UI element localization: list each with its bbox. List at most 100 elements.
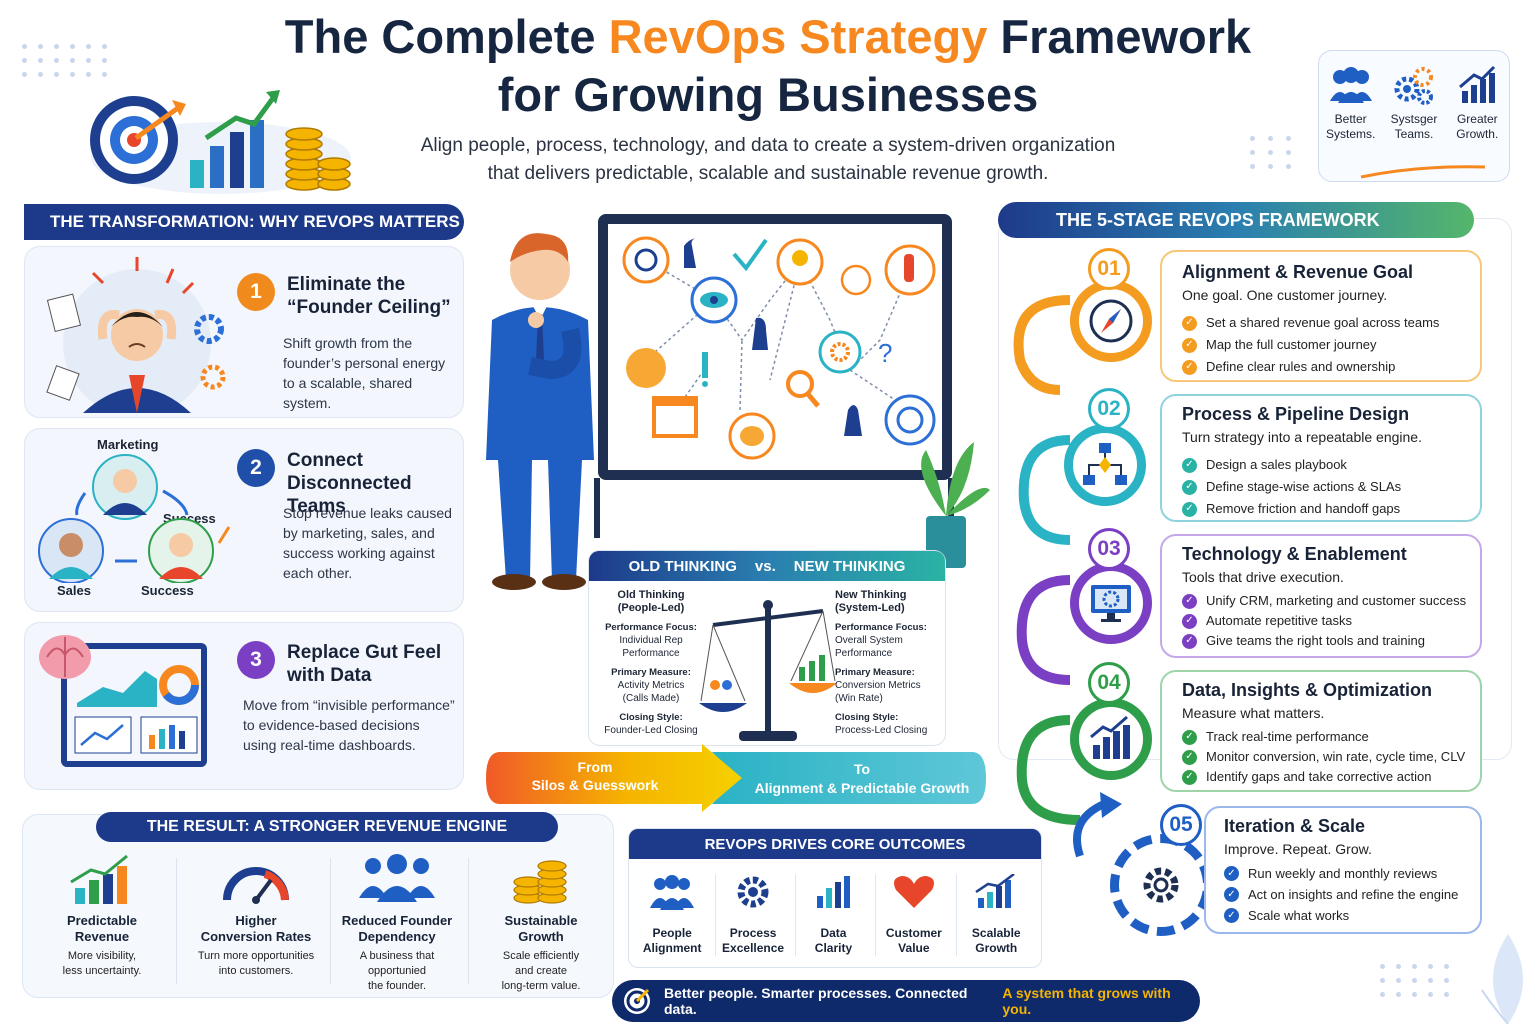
bullet-text: Track real-time performance bbox=[1206, 729, 1369, 744]
stage-card-1: Alignment & Revenue Goal One goal. One c… bbox=[1160, 250, 1482, 382]
check-icon: ✓ bbox=[1224, 908, 1239, 923]
checkmark-icon bbox=[732, 238, 768, 272]
check-icon: ✓ bbox=[1182, 593, 1197, 609]
result-item-2: Higher Conversion Rates Turn more opport… bbox=[186, 852, 326, 979]
stage-2-ring bbox=[1064, 424, 1146, 506]
stage-title: Data, Insights & Optimization bbox=[1182, 680, 1433, 700]
from-to-arrow bbox=[486, 744, 986, 812]
stage-subtitle: One goal. One customer journey. bbox=[1182, 287, 1388, 303]
people-icon bbox=[1329, 67, 1372, 103]
bullet-text: Act on insights and refine the engine bbox=[1248, 887, 1459, 902]
paper-icon bbox=[46, 365, 80, 401]
result-title: Higher Conversion Rates bbox=[200, 913, 312, 944]
to-label: To Alignment & Predictable Growth bbox=[752, 760, 972, 798]
gear-icon bbox=[818, 330, 862, 374]
bullet-text: Give teams the right tools and training bbox=[1206, 633, 1425, 648]
outcomes-panel: REVOPS DRIVES CORE OUTCOMES bbox=[628, 828, 1042, 968]
thinking-comparison: OLD THINKING vs. NEW THINKING Old Thinki… bbox=[588, 550, 946, 746]
stage-subtitle: Tools that drive execution. bbox=[1182, 569, 1344, 585]
question-icon: ? bbox=[878, 338, 892, 368]
stage-bullet: ✓Identify gaps and take corrective actio… bbox=[1182, 767, 1480, 787]
decor-dots-bottom bbox=[1380, 964, 1456, 997]
bar-chart-icon bbox=[1090, 715, 1130, 759]
item-number-3: 3 bbox=[237, 641, 275, 679]
stage-bullet: ✓Set a shared revenue goal across teams bbox=[1182, 312, 1480, 334]
result-item-1: Predictable Revenue More visibility, les… bbox=[36, 852, 168, 979]
stage-bullet: ✓Define clear rules and ownership bbox=[1182, 356, 1480, 378]
magnifier-icon bbox=[786, 370, 814, 398]
check-icon: ✓ bbox=[1224, 866, 1239, 881]
row-key: Closing Style: bbox=[619, 712, 683, 723]
row-value: Conversion Metrics (Win Rate) bbox=[835, 680, 921, 704]
section-heading-framework: THE 5-STAGE REVOPS FRAMEWORK bbox=[998, 202, 1474, 238]
transformation-card-1: 1 Eliminate the “Founder Ceiling” Shift … bbox=[24, 246, 464, 418]
result-text: Scale efficiently and create long-term v… bbox=[501, 950, 581, 992]
badge-label: Greater Growth. bbox=[1456, 112, 1499, 141]
footer-accent: A system that grows with you. bbox=[1002, 985, 1171, 1017]
badge-label: Better Systems. bbox=[1325, 112, 1376, 141]
leaf-decor bbox=[1481, 934, 1523, 1024]
check-icon: ✓ bbox=[1182, 769, 1197, 785]
framework-connector-path bbox=[1013, 295, 1081, 825]
stage-card-3: Technology & Enablement Tools that drive… bbox=[1160, 534, 1482, 658]
stage-title: Alignment & Revenue Goal bbox=[1182, 262, 1414, 282]
gauge-icon bbox=[223, 867, 289, 904]
exclamation-icon bbox=[702, 352, 708, 378]
compass-icon bbox=[1089, 299, 1133, 343]
stage-bullet: ✓Give teams the right tools and training bbox=[1182, 631, 1480, 651]
process-gear-icon bbox=[737, 876, 769, 908]
target-icon bbox=[884, 394, 936, 446]
old-thinking-column: Old Thinking (People-Led) Performance Fo… bbox=[603, 589, 699, 737]
monitor-gear-icon bbox=[1091, 585, 1131, 622]
check-icon: ✓ bbox=[1182, 337, 1197, 353]
team-avatars-illustration bbox=[38, 454, 231, 583]
new-thinking-label: NEW THINKING bbox=[793, 557, 906, 575]
bar-chart-icon bbox=[190, 90, 280, 188]
revenue-chart-icon bbox=[70, 854, 128, 904]
stage-card-4: Data, Insights & Optimization Measure wh… bbox=[1160, 670, 1482, 792]
flowchart-icon bbox=[1083, 443, 1127, 485]
gears-icon bbox=[1394, 67, 1433, 105]
brain-icon bbox=[39, 635, 91, 679]
stage-1-ring bbox=[1070, 280, 1152, 362]
stage-bullet: ✓Track real-time performance bbox=[1182, 727, 1480, 747]
dashboard-brain-illustration bbox=[39, 635, 207, 767]
outcome-item: Process Excellence bbox=[714, 874, 791, 956]
check-icon: ✓ bbox=[1224, 887, 1239, 902]
outcome-item: Scalable Growth bbox=[955, 873, 1036, 956]
target-icon bbox=[624, 988, 650, 1014]
gear-icon bbox=[194, 314, 224, 344]
stage-bullet: ✓Scale what works bbox=[1224, 905, 1480, 926]
bullet-text: Run weekly and monthly reviews bbox=[1248, 866, 1438, 881]
stage-title: Technology & Enablement bbox=[1182, 544, 1407, 564]
bullet-text: Define clear rules and ownership bbox=[1206, 359, 1396, 374]
result-panel bbox=[22, 814, 614, 998]
stage-bullet: ✓Unify CRM, marketing and customer succe… bbox=[1182, 591, 1480, 611]
strategist-whiteboard-illustration: ? bbox=[486, 214, 990, 590]
growth-chart-icon bbox=[1459, 65, 1496, 103]
stage-bullet: ✓Define stage-wise actions & SLAs bbox=[1182, 476, 1480, 498]
footer-text: Better people. Smarter processes. Connec… bbox=[664, 985, 968, 1017]
row-value: Founder-Led Closing bbox=[604, 725, 698, 736]
stage-bullet: ✓ Run weekly and monthly reviews bbox=[1224, 863, 1480, 884]
bullet-text: Monitor conversion, win rate, cycle time… bbox=[1206, 749, 1466, 764]
page-title: The Complete RevOps Strategy Framework f… bbox=[284, 10, 1252, 121]
knight-icon bbox=[752, 317, 768, 350]
balance-scale-icon bbox=[699, 600, 837, 741]
outcome-label: Scalable Growth bbox=[971, 926, 1021, 955]
item-text: Move from “invisible performance” to evi… bbox=[243, 697, 455, 753]
swoosh-decor bbox=[1360, 165, 1486, 179]
loop-arrow-icon bbox=[1073, 792, 1122, 858]
result-text: Turn more opportunities into customers. bbox=[197, 950, 315, 977]
item-text: Stop revenue leaks caused by marketing, … bbox=[283, 505, 452, 581]
check-icon: ✓ bbox=[1182, 501, 1197, 517]
coins-icon bbox=[513, 860, 567, 904]
row-key: Performance Focus: bbox=[605, 622, 697, 633]
pie-icon bbox=[626, 348, 666, 388]
stage-card-5: Iteration & Scale Improve. Repeat. Grow.… bbox=[1204, 806, 1482, 934]
gear-icon bbox=[200, 364, 226, 390]
section-heading-outcomes: REVOPS DRIVES CORE OUTCOMES bbox=[629, 829, 1041, 859]
stage-title: Process & Pipeline Design bbox=[1182, 404, 1410, 424]
stage-bullet: ✓Automate repetitive tasks bbox=[1182, 611, 1480, 631]
decor-dots-right bbox=[1250, 136, 1300, 169]
